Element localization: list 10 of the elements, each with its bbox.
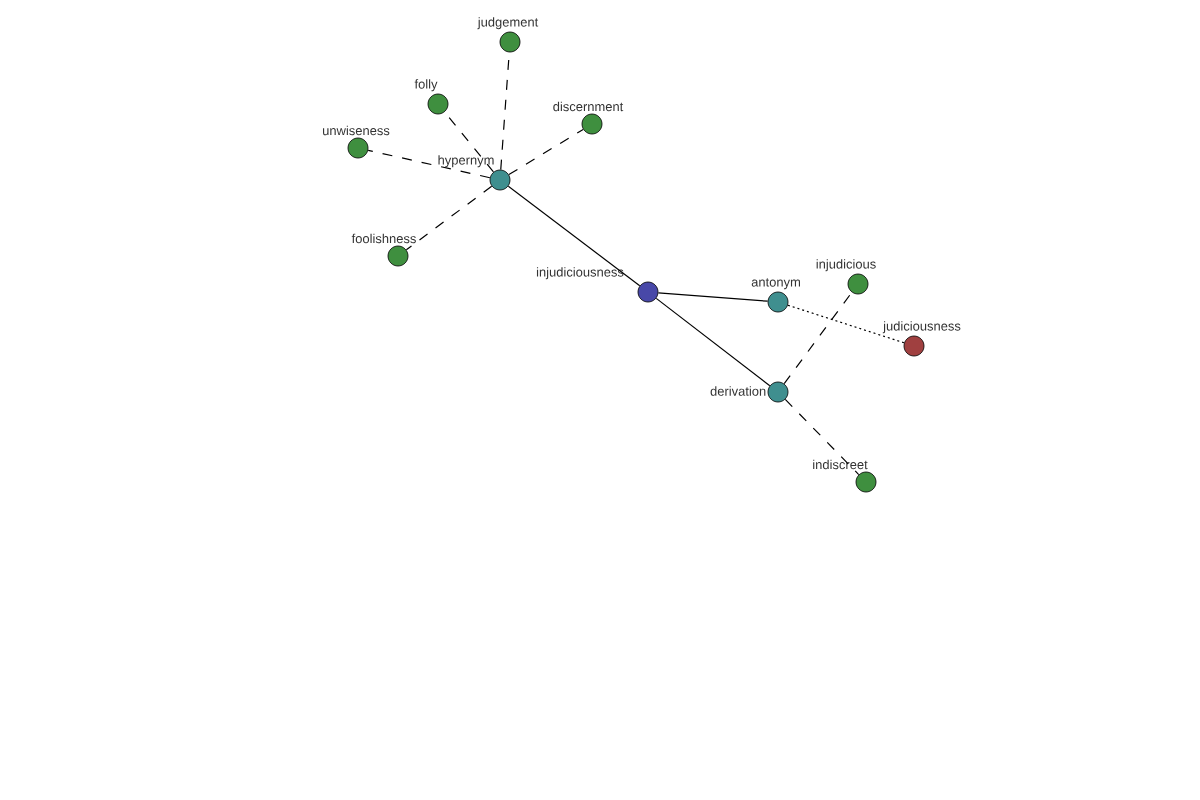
connector-line — [783, 291, 853, 385]
connector-line — [787, 304, 905, 344]
connector-line — [655, 297, 771, 387]
connector-line — [507, 185, 641, 287]
connector-line — [657, 292, 769, 302]
connector-line — [444, 111, 495, 173]
connector-line — [508, 128, 584, 176]
connector-line — [784, 398, 860, 476]
connector-line — [367, 149, 491, 179]
connector-line — [405, 185, 493, 251]
